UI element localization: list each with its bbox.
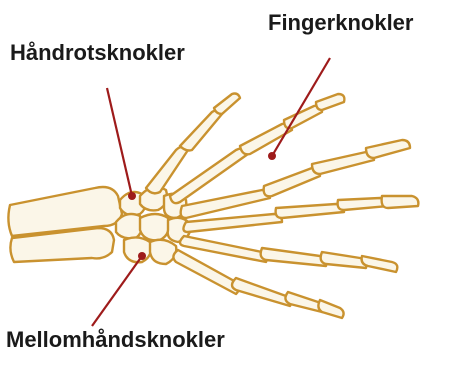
metacarpals-pointer-line [92, 256, 142, 326]
carpals-pointer-dot [128, 192, 136, 200]
metacarpals-pointer-dot [138, 252, 146, 260]
phalanges-pointer-dot [268, 152, 276, 160]
carpals-pointer-line [107, 88, 132, 196]
phalanges-label: Fingerknokler [268, 12, 413, 34]
fourth-finger-bones [180, 236, 397, 272]
metacarpals-label: Mellomhåndsknokler [6, 329, 225, 351]
index-finger-bones [170, 94, 344, 203]
thumb-bones [146, 94, 240, 194]
carpals-label: Håndrotsknokler [10, 42, 185, 64]
